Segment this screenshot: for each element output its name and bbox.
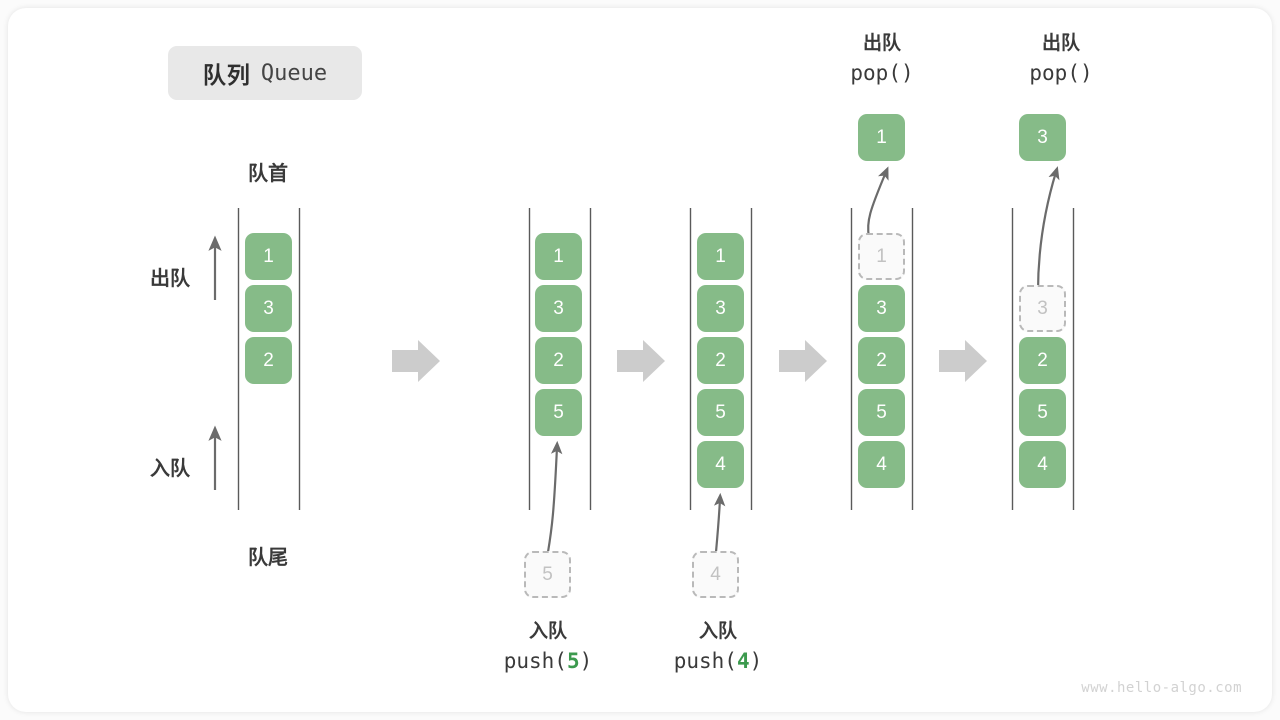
- queue-node: 3: [697, 285, 744, 332]
- push-4-code: push(4): [638, 646, 798, 676]
- pop-1-label: 出队 pop(): [812, 30, 952, 88]
- queue-node: 1: [535, 233, 582, 280]
- outgoing-ghost-node: 1: [858, 233, 905, 280]
- push-4-code-pre: push(: [673, 649, 737, 673]
- popped-value-node: 1: [858, 114, 905, 161]
- pop-1-arrow: [866, 166, 889, 238]
- push-4-code-post: ): [749, 649, 763, 673]
- queue-node: 3: [858, 285, 905, 332]
- step-arrow-2: [617, 340, 665, 382]
- popped-value-node: 3: [1019, 114, 1066, 161]
- queue-node: 2: [245, 337, 292, 384]
- title-en: Queue: [260, 60, 328, 86]
- push-4-cn: 入队: [698, 621, 737, 642]
- title-badge: 队列 Queue: [168, 46, 362, 100]
- queue-node: 4: [1019, 441, 1066, 488]
- pop-3-arrow: [1036, 166, 1060, 293]
- push-4-code-arg: 4: [736, 649, 750, 673]
- enqueue-label: 入队: [150, 458, 190, 480]
- queue-node: 3: [245, 285, 292, 332]
- queue-node: 5: [697, 389, 744, 436]
- pop-3-code: pop(): [1029, 61, 1093, 85]
- push-5-arrow: [546, 440, 563, 553]
- queue-node: 2: [697, 337, 744, 384]
- step-arrow-3: [779, 340, 827, 382]
- pop-1-cn: 出队: [862, 33, 901, 54]
- title-cn: 队列: [202, 62, 251, 88]
- queue-node: 2: [858, 337, 905, 384]
- push-4-label: 入队 push(4): [638, 618, 798, 676]
- push-5-code-arg: 5: [566, 649, 580, 673]
- push-4-arrow: [713, 492, 726, 553]
- step-arrow-4: [939, 340, 987, 382]
- queue-node: 1: [697, 233, 744, 280]
- queue-front-label: 队首: [248, 163, 288, 185]
- push-5-code-post: ): [579, 649, 593, 673]
- queue-node: 3: [535, 285, 582, 332]
- push-5-label: 入队 push(5): [468, 618, 628, 676]
- push-5-code: push(5): [468, 646, 628, 676]
- queue-node: 5: [858, 389, 905, 436]
- push-5-cn: 入队: [528, 621, 567, 642]
- watermark: www.hello-algo.com: [1081, 680, 1242, 696]
- incoming-ghost-node: 4: [692, 551, 739, 598]
- incoming-ghost-node: 5: [524, 551, 571, 598]
- dequeue-label: 出队: [150, 268, 190, 290]
- pop-3-cn: 出队: [1041, 33, 1080, 54]
- queue-rear-label: 队尾: [248, 547, 288, 569]
- queue-node: 2: [1019, 337, 1066, 384]
- queue-node: 2: [535, 337, 582, 384]
- outgoing-ghost-node: 3: [1019, 285, 1066, 332]
- queue-node: 5: [535, 389, 582, 436]
- push-5-code-pre: push(: [503, 649, 567, 673]
- pop-1-code: pop(): [850, 61, 914, 85]
- pop-3-label: 出队 pop(): [991, 30, 1131, 88]
- queue-node: 4: [858, 441, 905, 488]
- queue-node: 4: [697, 441, 744, 488]
- step-arrow-1: [392, 340, 440, 382]
- queue-node: 5: [1019, 389, 1066, 436]
- queue-node: 1: [245, 233, 292, 280]
